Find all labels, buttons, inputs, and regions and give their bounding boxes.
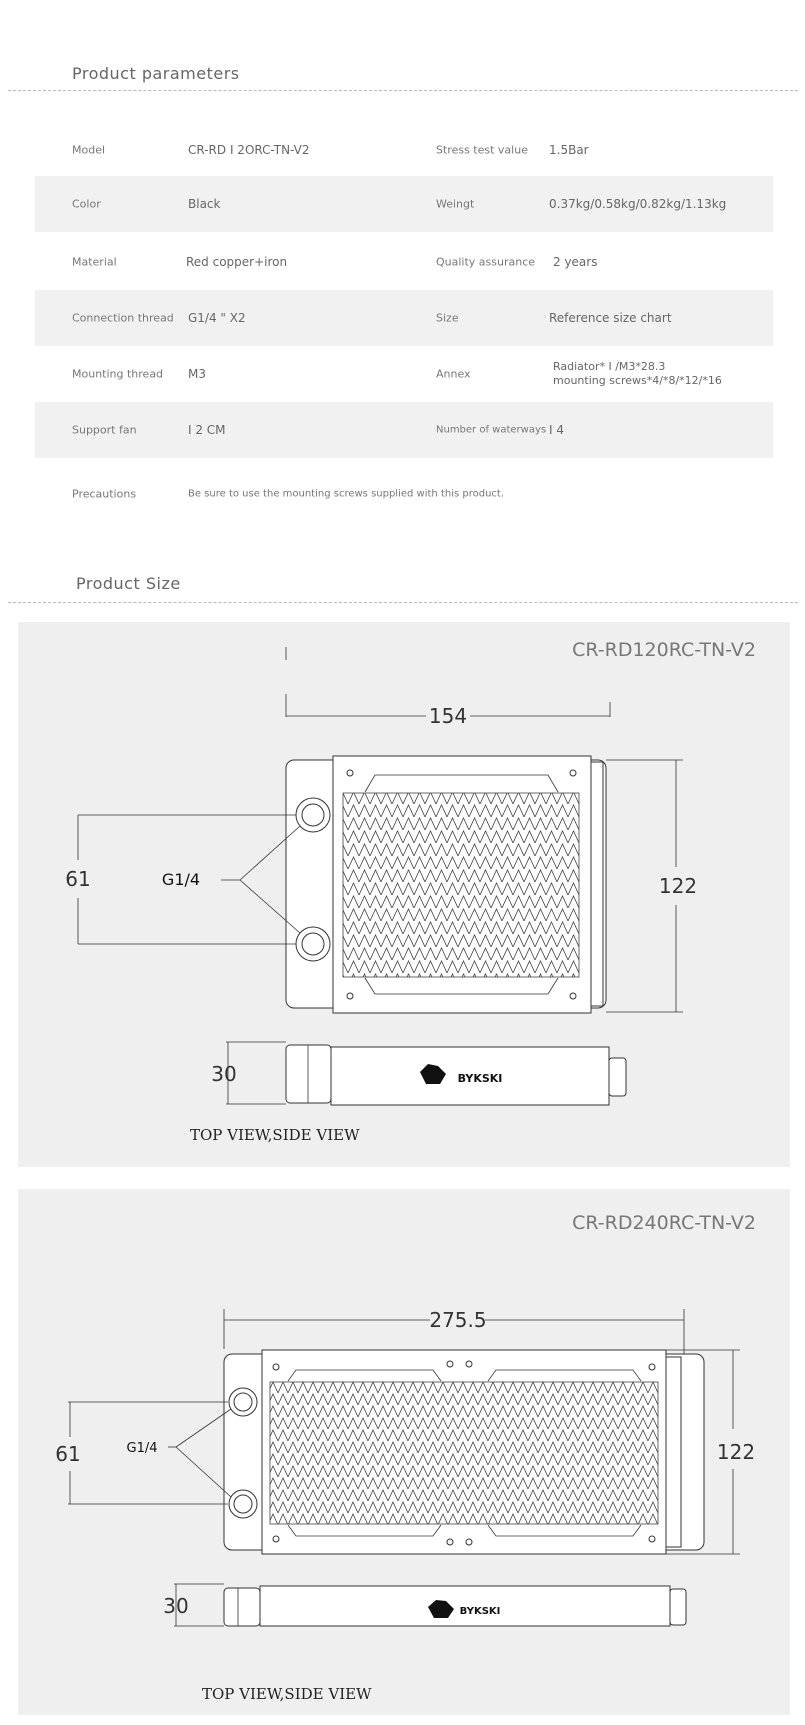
param-row: Material Red copper+iron Quality assuran… xyxy=(35,234,773,290)
radiator-120-drawing: 154 61 G1/4 122 xyxy=(65,647,697,1106)
annex-line-2: mounting screws*4/*8/*12/*16 xyxy=(553,374,722,387)
port-gap-dim: 61 xyxy=(65,867,90,891)
param-label: Stress test value xyxy=(436,143,528,157)
param-label: Size xyxy=(436,311,459,325)
size-title: Product Size xyxy=(76,574,181,593)
precautions-value: Be sure to use the mounting screws suppl… xyxy=(188,488,505,500)
params-divider xyxy=(8,90,798,91)
height-dim: 122 xyxy=(659,874,697,898)
param-row: Connection thread G1/4 " X2 Size Referen… xyxy=(35,290,773,346)
param-value: 1.5Bar xyxy=(549,143,589,157)
params-title: Product parameters xyxy=(72,64,240,83)
param-label: Model xyxy=(72,143,106,157)
size-panel-120: CR-RD120RC-TN-V2 154 xyxy=(18,622,790,1167)
size-divider xyxy=(8,602,798,603)
param-label: Weingt xyxy=(436,197,475,211)
param-row: Model CR-RD I 2ORC-TN-V2 Stress test val… xyxy=(35,122,773,178)
param-label: Color xyxy=(72,197,101,211)
param-value: G1/4 " X2 xyxy=(188,311,246,325)
radiator-240-drawing: 275.5 61 G1/4 xyxy=(55,1308,755,1627)
param-value: I 4 xyxy=(549,423,564,437)
param-value: Red copper+iron xyxy=(186,255,288,269)
param-value: 0.37kg/0.58kg/0.82kg/1.13kg xyxy=(549,197,727,211)
param-row: Support fan I 2 CM Number of waterways I… xyxy=(35,402,773,458)
param-value: I 2 CM xyxy=(188,423,226,437)
model-name: CR-RD240RC-TN-V2 xyxy=(572,1212,756,1234)
param-value: Reference size chart xyxy=(549,311,672,325)
param-value: 2 years xyxy=(553,255,598,269)
param-row: Color Black Weingt 0.37kg/0.58kg/0.82kg/… xyxy=(35,176,773,232)
param-label: Annex xyxy=(436,367,471,381)
view-caption: TOP VIEW,SIDE VIEW xyxy=(202,1685,372,1703)
port-gap-dim: 61 xyxy=(55,1442,80,1466)
annex-line-1: Radiator* I /M3*28.3 xyxy=(553,360,666,373)
param-value: Radiator* I /M3*28.3 mounting screws*4/*… xyxy=(553,360,722,388)
param-label: Number of waterways xyxy=(436,424,547,436)
param-label: Support fan xyxy=(72,423,137,437)
param-label: Connection thread xyxy=(72,311,174,325)
param-value: M3 xyxy=(188,367,206,381)
port-label: G1/4 xyxy=(162,870,200,889)
param-label: Material xyxy=(72,255,117,269)
precautions-label: Precautions xyxy=(72,487,137,501)
view-caption: TOP VIEW,SIDE VIEW xyxy=(190,1126,360,1144)
logo: BYKSKI xyxy=(458,1072,503,1085)
param-value: Black xyxy=(188,197,221,211)
port-label: G1/4 xyxy=(127,1441,158,1456)
param-label: Mounting thread xyxy=(72,367,164,381)
param-value: CR-RD I 2ORC-TN-V2 xyxy=(188,143,310,157)
size-panel-240: CR-RD240RC-TN-V2 275.5 xyxy=(18,1189,790,1715)
param-label: Quality assurance xyxy=(436,255,536,269)
model-name: CR-RD120RC-TN-V2 xyxy=(572,639,756,661)
param-row: Mounting thread M3 Annex Radiator* I /M3… xyxy=(35,346,773,402)
thickness-dim: 30 xyxy=(211,1062,236,1086)
precautions-row: Precautions Be sure to use the mounting … xyxy=(35,466,773,522)
thickness-dim: 30 xyxy=(163,1594,188,1618)
width-dim: 154 xyxy=(429,704,467,728)
logo: BYKSKI xyxy=(460,1606,501,1617)
height-dim: 122 xyxy=(717,1440,755,1464)
width-dim: 275.5 xyxy=(429,1308,486,1332)
